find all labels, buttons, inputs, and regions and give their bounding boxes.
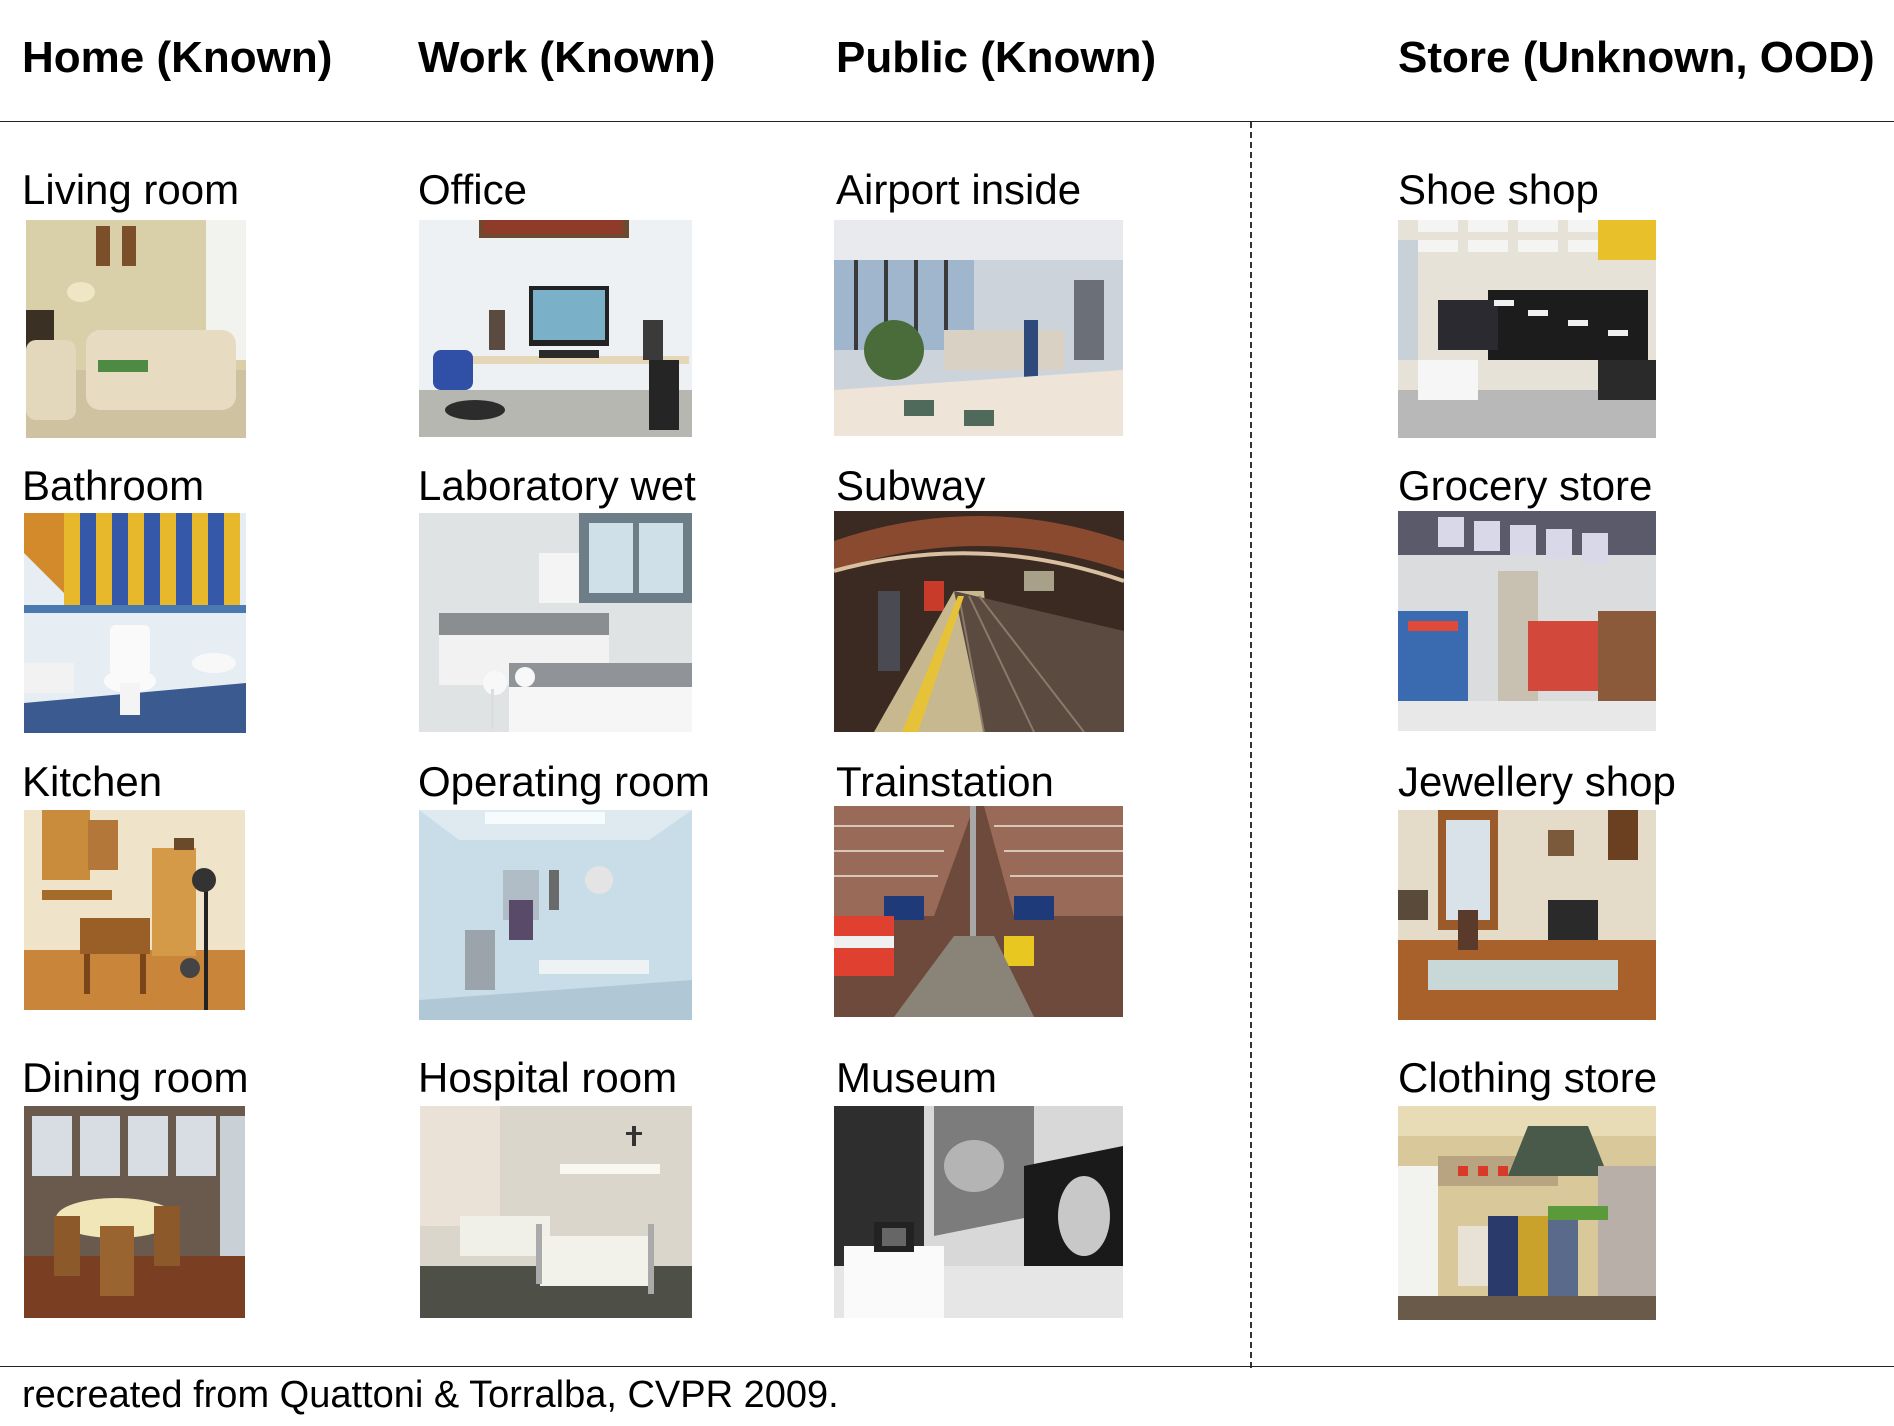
bathroom-image [24,513,246,733]
label-subway: Subway [836,462,986,509]
label-laboratory-wet: Laboratory wet [418,462,696,509]
airport-inside-image [834,220,1123,436]
label-bathroom: Bathroom [22,462,205,509]
label-living-room: Living room [22,166,240,213]
source-caption: recreated from Quattoni & Torralba, CVPR… [22,1374,839,1416]
shoe-shop-image [1398,220,1656,438]
living-room-image [26,220,246,438]
footer-divider [0,1366,1894,1367]
trainstation-image [834,806,1123,1017]
operating-room-image [419,810,692,1020]
dining-room-image [24,1106,245,1318]
kitchen-image [24,810,245,1010]
label-hospital-room: Hospital room [418,1054,678,1101]
label-airport-inside: Airport inside [836,166,1082,213]
header-home: Home (Known) [22,33,333,82]
clothing-store-image [1398,1106,1656,1320]
label-trainstation: Trainstation [836,758,1054,805]
header-work: Work (Known) [418,33,716,82]
label-grocery-store: Grocery store [1398,462,1653,509]
label-operating-room: Operating room [418,758,710,805]
header-public: Public (Known) [836,33,1157,82]
header-divider [0,121,1894,122]
label-dining-room: Dining room [22,1054,249,1101]
museum-image [834,1106,1123,1318]
label-museum: Museum [836,1054,998,1101]
label-shoe-shop: Shoe shop [1398,166,1599,213]
label-kitchen: Kitchen [22,758,163,805]
label-office: Office [418,166,527,213]
label-clothing-store: Clothing store [1398,1054,1658,1101]
label-jewellery-shop: Jewellery shop [1398,758,1676,805]
header-store: Store (Unknown, OOD) [1398,33,1875,82]
grocery-store-image [1398,511,1656,731]
jewellery-shop-image [1398,810,1656,1020]
office-image [419,220,692,437]
hospital-room-image [420,1106,692,1318]
laboratory-wet-image [419,513,692,732]
subway-image [834,511,1124,732]
known-unknown-divider [1250,122,1252,1368]
